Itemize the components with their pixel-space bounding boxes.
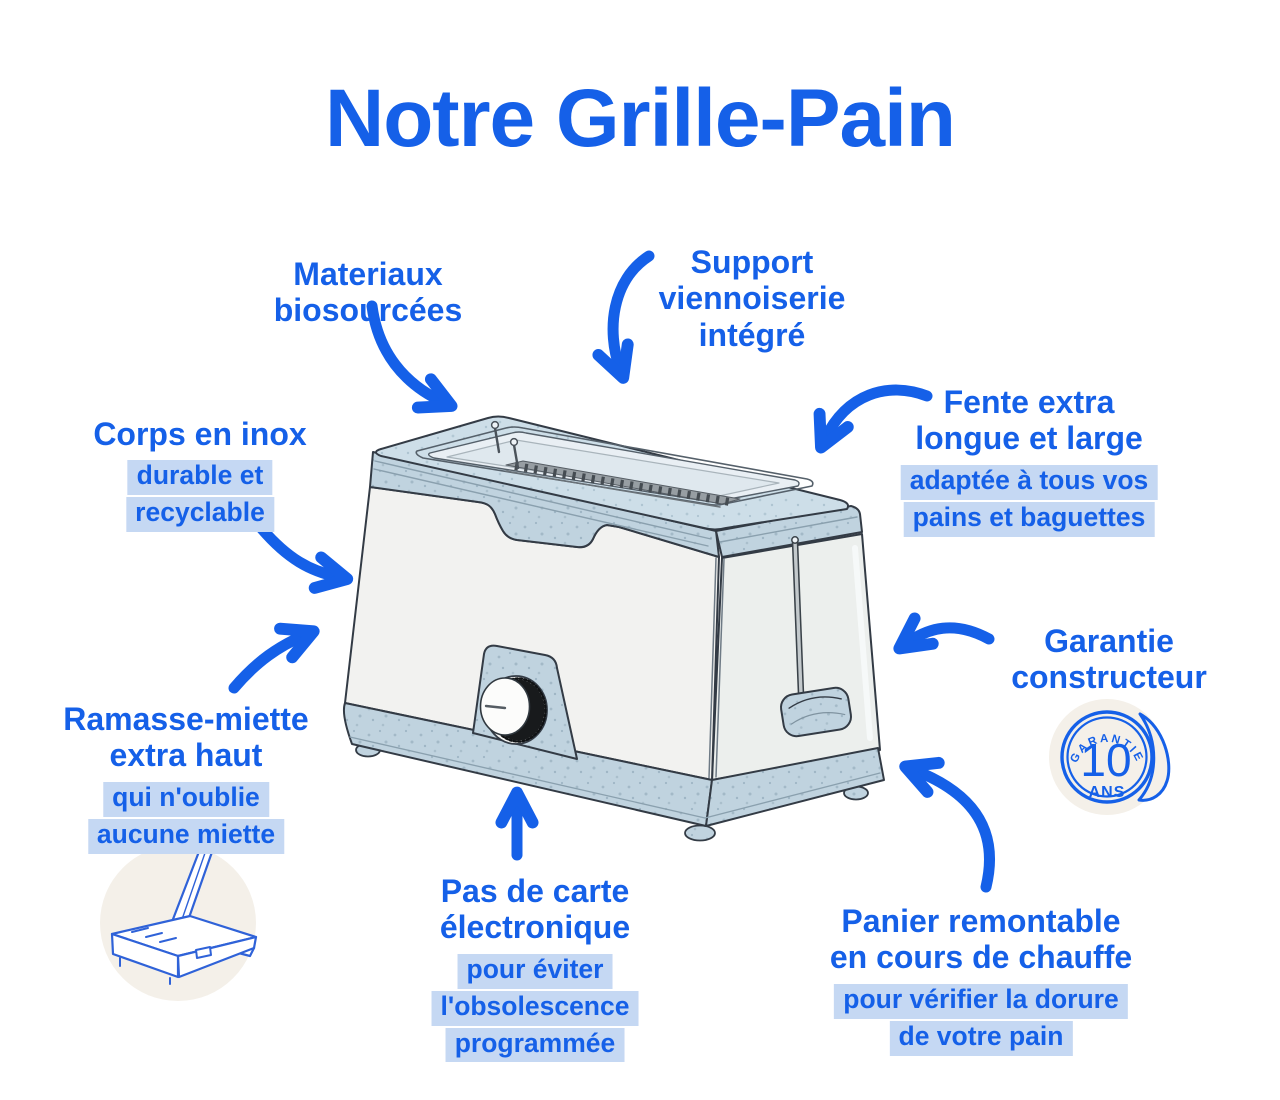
label-line: Ramasse-miette <box>63 701 309 737</box>
label-line: Pas de carte <box>440 873 630 909</box>
arrow-fente <box>813 384 933 454</box>
arrow-support <box>592 250 655 384</box>
crumb-tray-side <box>176 935 258 979</box>
label-line: intégré <box>698 316 806 353</box>
callout-ramasse: Ramasse-miette extra haut qui n'oublie a… <box>63 701 309 855</box>
callout-panier: Panier remontable en cours de chauffe po… <box>830 903 1132 1057</box>
sub-label-line: pour vérifier la dorure <box>834 983 1128 1019</box>
toaster-rack-teeth <box>514 462 731 506</box>
viennoiserie-support-pins <box>490 420 520 470</box>
toaster-base-front <box>342 702 713 827</box>
label-line: Corps en inox <box>93 416 307 452</box>
callout-materiaux: Materiaux biosourcées <box>274 256 463 329</box>
label-line: électronique <box>439 909 631 946</box>
badge-years-number: 10 <box>1080 734 1131 786</box>
badge-years-unit: ANS <box>1089 784 1126 801</box>
crumb-tray-vignette <box>100 845 258 1001</box>
toaster-corner-seam <box>715 558 725 778</box>
sub-label-line: durable et <box>127 460 273 496</box>
label-line: viennoiserie <box>658 280 846 317</box>
label-line: Garantie <box>1044 623 1174 659</box>
arrow-corps <box>256 523 354 594</box>
page-title: Notre Grille-Pain <box>324 73 956 164</box>
toaster-rack-edge <box>505 470 721 508</box>
label-line: Support <box>690 244 814 280</box>
toaster-band-groove <box>373 468 709 547</box>
sub-label-line: programmée <box>445 1027 625 1063</box>
arrow-panier <box>899 756 995 893</box>
sub-label-line: l'obsolescence <box>431 990 639 1026</box>
arrow-garantie <box>893 612 995 655</box>
label-line: extra haut <box>109 737 263 774</box>
label-line: Fente extra <box>943 384 1115 420</box>
callout-corps: Corps en inox durable et recyclable <box>93 416 307 533</box>
label-line: longue et large <box>915 420 1143 457</box>
callout-fente: Fente extra longue et large adaptée à to… <box>900 384 1158 538</box>
crumb-tray-slots <box>131 927 177 943</box>
toaster-band-groove <box>719 516 858 543</box>
arrow-materiaux <box>366 300 458 414</box>
toaster-corner-seam <box>708 557 717 779</box>
toaster-side-highlight <box>852 545 873 741</box>
callout-garantie: Garantie constructeur <box>1011 623 1207 696</box>
toaster-top-band-end <box>715 505 863 558</box>
toaster-band-groove <box>374 460 712 540</box>
sub-label-line: pains et baguettes <box>903 501 1155 537</box>
arrow-ramasse <box>228 622 320 694</box>
callout-carte: Pas de carte électronique pour éviter l'… <box>431 873 639 1063</box>
label-line: Panier remontable <box>841 903 1121 939</box>
toaster-foot <box>684 824 716 842</box>
sub-label-line: qui n'oublie <box>103 781 269 817</box>
toaster-illustration <box>342 415 885 842</box>
label-line: constructeur <box>1011 659 1207 696</box>
toaster-lever <box>780 536 852 738</box>
toaster-slot-frame <box>415 426 814 506</box>
label-line: biosourcées <box>273 292 463 329</box>
knob-pointer <box>484 704 507 710</box>
toaster-base-groove <box>349 736 706 819</box>
callout-arrows <box>228 250 995 893</box>
crumb-tray-latch <box>195 946 212 959</box>
warranty-badge: GARANTIE 10 ANS <box>1049 699 1171 815</box>
toaster-base-groove <box>704 772 881 819</box>
toaster-top-band-front <box>369 451 720 558</box>
badge-page-curl <box>1137 712 1171 802</box>
label-line: en cours de chauffe <box>829 939 1133 976</box>
browning-knob <box>479 675 548 745</box>
callout-support: Support viennoiserie intégré <box>659 244 846 353</box>
label-line: Materiaux <box>293 256 443 292</box>
sub-label-line: de votre pain <box>889 1020 1073 1056</box>
sub-label-line: adaptée à tous vos <box>900 464 1158 500</box>
sub-label-line: aucune miette <box>87 818 285 854</box>
sub-label-line: recyclable <box>126 497 274 533</box>
sub-label-line: pour éviter <box>457 953 613 989</box>
